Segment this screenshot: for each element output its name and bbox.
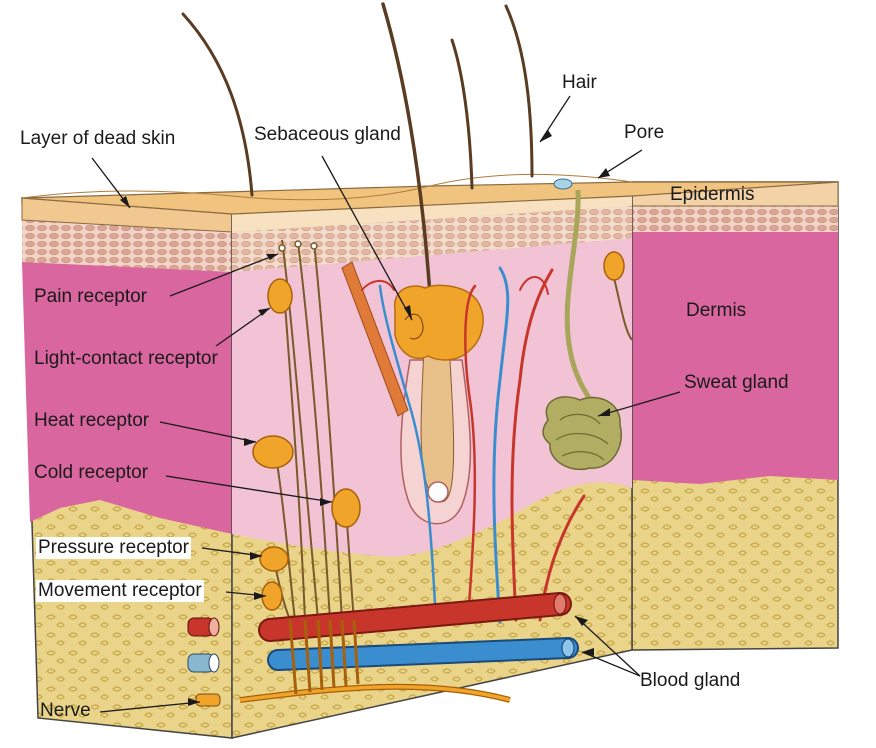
pore-icon — [553, 178, 573, 190]
nerve-fibers — [273, 239, 633, 621]
label-pain-receptor: Pain receptor — [34, 286, 148, 307]
right-face — [631, 181, 839, 651]
cold-receptor-icon — [331, 488, 361, 528]
label-sweat-gland: Sweat gland — [684, 372, 789, 393]
label-cold-receptor: Cold receptor — [34, 462, 149, 483]
label-pore: Pore — [624, 122, 665, 143]
label-heat-receptor: Heat receptor — [34, 410, 150, 431]
label-pressure-receptor: Pressure receptor — [36, 537, 192, 559]
label-epidermis: Epidermis — [670, 184, 755, 205]
receptors — [252, 240, 625, 611]
skin-surface — [21, 173, 839, 215]
label-layer-of-dead-skin: Layer of dead skin — [20, 128, 176, 149]
hair-follicle — [400, 329, 472, 525]
nerve-bundle — [239, 619, 511, 703]
dermis-receptor-icon — [603, 251, 625, 281]
label-sebaceous-gland: Sebaceous gland — [254, 124, 401, 145]
heat-receptor-icon — [252, 435, 294, 469]
pressure-receptor-icon — [259, 546, 289, 572]
erector-muscle — [341, 261, 409, 417]
vessel-cross-sections — [187, 617, 221, 707]
label-dermis: Dermis — [686, 300, 747, 321]
front-face — [21, 197, 233, 739]
label-movement-receptor: Movement receptor — [36, 580, 204, 602]
label-light-contact-receptor: Light-contact receptor — [34, 348, 218, 369]
leader-arrowheads — [120, 130, 610, 706]
label-hair: Hair — [562, 72, 597, 93]
light-contact-receptor-icon — [267, 278, 293, 314]
label-blood-gland: Blood gland — [640, 670, 741, 691]
pain-receptor-endings — [278, 240, 318, 252]
label-nerve: Nerve — [40, 700, 91, 721]
